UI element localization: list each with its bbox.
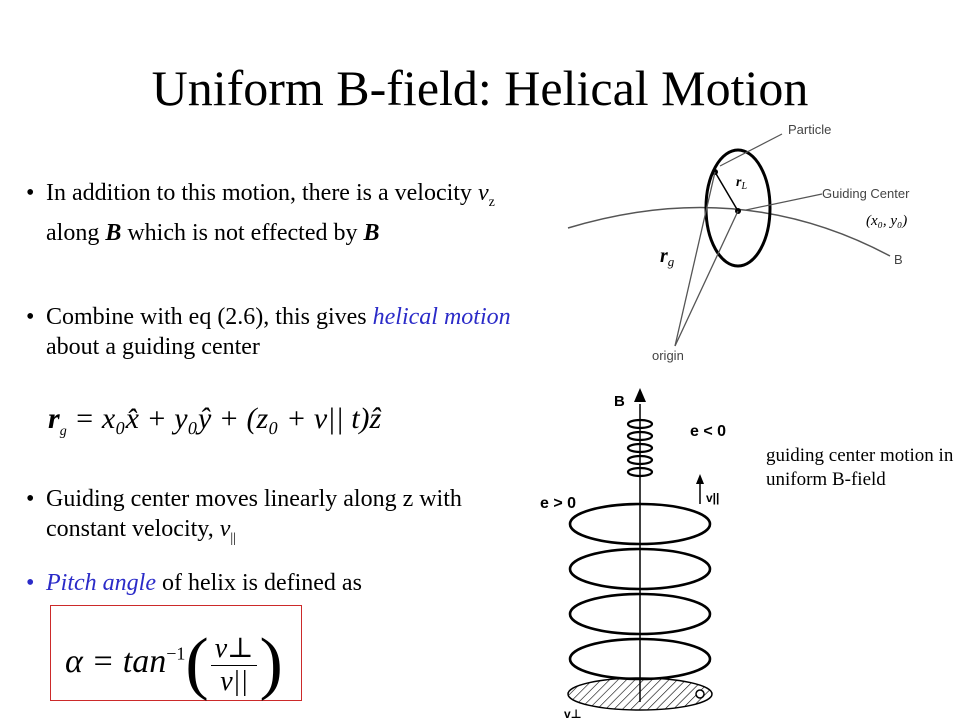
page-title: Uniform B-field: Helical Motion: [151, 60, 809, 116]
orbit-ellipse: [704, 148, 772, 268]
pitch-angle-equation: α = tan−1(v⊥v||): [65, 625, 283, 702]
label-particle: Particle: [788, 122, 831, 137]
bullet-dot: •: [26, 304, 35, 330]
label-coords: (x₀, y₀): [866, 213, 907, 229]
label-origin: origin: [652, 348, 684, 363]
guiding-center-diagram: Particle Guiding Center B origin rL rg (…: [567, 122, 910, 363]
label-b-axis: B: [614, 393, 625, 410]
label-guiding-center: Guiding Center: [822, 186, 910, 201]
diagram-caption: guiding center motion in uniform B-field: [766, 445, 954, 490]
bullet-2-text: Combine with eq (2.6), this gives helica…: [46, 304, 511, 360]
small-helix: [626, 418, 654, 478]
label-e-positive: e > 0: [540, 495, 576, 512]
hatched-disc: [567, 677, 713, 711]
bullet-3-text: Guiding center moves linearly along z wi…: [46, 486, 462, 546]
helix-diagram: B e < 0 v|| e > 0 v⊥: [540, 388, 726, 720]
label-b: B: [894, 252, 903, 267]
label-v-parallel: v||: [706, 491, 719, 505]
bullet-dot: •: [26, 180, 35, 206]
bullet-4-text: Pitch angle of helix is defined as: [46, 570, 362, 596]
b-field-line: [567, 206, 891, 257]
pitch-angle-equation-box: α = tan−1(v⊥v||): [50, 605, 302, 702]
equation-guiding-center: rg = x₀x̂ + y₀ŷ + (z₀ + v|| t)ẑ: [48, 402, 382, 439]
label-rg: rg: [660, 245, 675, 269]
label-e-negative: e < 0: [690, 423, 726, 440]
bullet-dot: •: [26, 486, 35, 512]
bullet-1-text: In addition to this motion, there is a v…: [46, 180, 495, 246]
label-v-perp: v⊥: [564, 707, 582, 720]
bullet-dot: •: [26, 570, 35, 596]
label-rl: rL: [736, 175, 747, 192]
